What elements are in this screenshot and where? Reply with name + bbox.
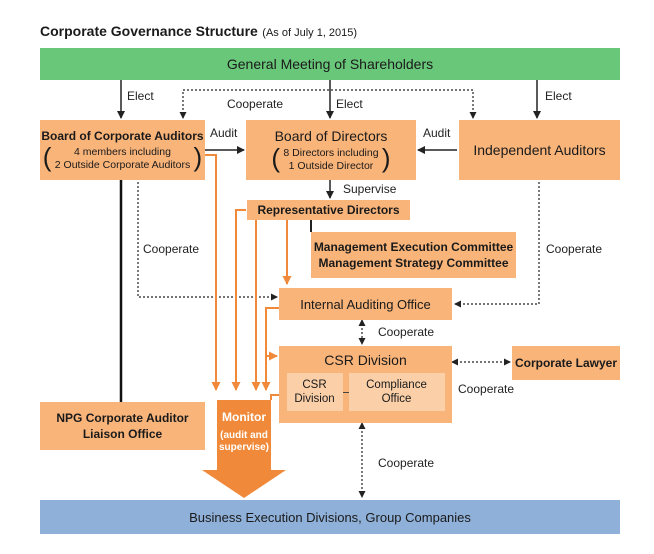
audit-label-left: Audit — [210, 126, 238, 140]
auditors-board-detail: 4 members including 2 Outside Corporate … — [43, 143, 203, 172]
directors-board-detail2: 1 Outside Director — [288, 159, 374, 172]
csr-subdivision: CSR Division — [286, 373, 343, 411]
elect-label-mid: Elect — [336, 97, 363, 111]
auditors-board-name: Board of Corporate Auditors — [41, 128, 204, 143]
business-divisions-box: Business Execution Divisions, Group Comp… — [40, 500, 620, 534]
csr-connector — [342, 391, 349, 393]
directors-board-detail1: 8 Directors including — [283, 146, 379, 159]
independent-auditors-label: Independent Auditors — [473, 142, 606, 158]
directors-board-box: Board of Directors 8 Directors including… — [246, 120, 416, 180]
monitor-detail1: (audit and — [220, 430, 268, 441]
audit-label-right: Audit — [423, 126, 451, 140]
auditors-board-detail2: 2 Outside Corporate Auditors — [54, 158, 191, 171]
monitor-title: Monitor — [222, 410, 266, 424]
title-date-note: (As of July 1, 2015) — [262, 27, 358, 39]
npg-liaison-office-box: NPG Corporate Auditor Liaison Office — [40, 402, 205, 450]
corporate-lawyer-box: Corporate Lawyer — [512, 346, 620, 380]
npg-office-line1: NPG Corporate Auditor — [56, 411, 189, 425]
auditors-board-box: Board of Corporate Auditors 4 members in… — [40, 120, 205, 180]
representative-directors-label: Representative Directors — [257, 203, 400, 217]
page-title: Corporate Governance Structure (As of Ju… — [40, 23, 357, 41]
management-execution-committee: Management Execution Committee — [313, 240, 514, 254]
title-text: Corporate Governance Structure — [40, 23, 258, 39]
cooperate-label-business: Cooperate — [378, 456, 435, 470]
management-strategy-committee: Management Strategy Committee — [318, 256, 509, 270]
internal-auditing-office-box: Internal Auditing Office — [279, 288, 452, 320]
directors-board-name: Board of Directors — [274, 127, 388, 144]
directors-board-detail: 8 Directors including 1 Outside Director — [271, 144, 390, 173]
cooperate-label-internal: Cooperate — [378, 325, 435, 339]
committees-box: Management Execution Committee Managemen… — [311, 232, 516, 278]
csr-division-label: CSR Division — [324, 352, 407, 368]
npg-office-line2: Liaison Office — [82, 427, 163, 441]
elect-label-right: Elect — [545, 89, 572, 103]
auditors-board-detail1: 4 members including — [74, 145, 171, 158]
shareholders-box: General Meeting of Shareholders — [40, 48, 620, 80]
supervise-label: Supervise — [343, 182, 397, 196]
independent-auditors-box: Independent Auditors — [459, 120, 620, 180]
cooperate-label-top: Cooperate — [227, 97, 284, 111]
csr-division-box: CSR Division CSR Division Compliance Off… — [279, 346, 452, 423]
cooperate-label-lawyer: Cooperate — [458, 382, 515, 396]
compliance-office: Compliance Office — [348, 373, 445, 411]
monitor-label: Monitor (audit and supervise) — [217, 410, 271, 454]
elect-label-left: Elect — [127, 89, 154, 103]
corporate-lawyer-label: Corporate Lawyer — [514, 356, 618, 370]
shareholders-label: General Meeting of Shareholders — [226, 56, 434, 72]
business-divisions-label: Business Execution Divisions, Group Comp… — [189, 509, 471, 525]
representative-directors-box: Representative Directors — [247, 200, 410, 220]
cooperate-label-left: Cooperate — [143, 242, 200, 256]
internal-auditing-office-label: Internal Auditing Office — [300, 296, 431, 312]
monitor-detail2: supervise) — [218, 442, 270, 453]
cooperate-label-right: Cooperate — [546, 242, 603, 256]
